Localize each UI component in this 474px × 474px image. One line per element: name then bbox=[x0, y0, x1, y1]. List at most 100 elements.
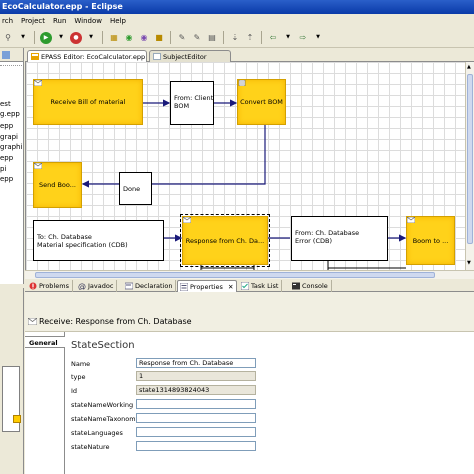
state-boom-to[interactable]: Boom to ... bbox=[406, 216, 455, 265]
field-label-state-nature: stateNature bbox=[71, 443, 110, 451]
tab-label: EPASS Editor: EcoCalculator.epp bbox=[41, 53, 146, 61]
toolbar-separator bbox=[34, 31, 35, 44]
navigator-item[interactable]: pi bbox=[0, 165, 7, 173]
navigator-item[interactable]: epp bbox=[0, 154, 14, 162]
navigator-item[interactable]: grapi bbox=[0, 133, 18, 141]
tab-properties[interactable]: Properties ✕ bbox=[177, 280, 238, 292]
field-label-state-name-taxonomy: stateNameTaxonomy bbox=[71, 415, 140, 423]
close-icon[interactable]: ✕ bbox=[227, 283, 234, 291]
tab-javadoc[interactable]: @ Javadoc bbox=[76, 280, 118, 292]
field-label-name: Name bbox=[71, 360, 91, 368]
menu-bar: rch Project Run Window Help bbox=[0, 14, 474, 28]
javadoc-icon: @ bbox=[78, 282, 86, 290]
state-label: Send Boo... bbox=[39, 181, 76, 189]
state-name-taxonomy-field[interactable] bbox=[136, 413, 256, 423]
state-send-boo[interactable]: Send Boo... bbox=[33, 162, 82, 208]
navigator-item[interactable]: g.epp bbox=[0, 110, 20, 118]
main-toolbar: ⚲ ▼ ▶ ▼ ● ▼ ▦ ◉ ◉ ■ ✎ ✎ ▤ ⇣ ⇡ ⇦ ▼ ⇨ ▼ bbox=[0, 28, 474, 48]
back-icon[interactable]: ⇦ bbox=[269, 32, 277, 42]
name-field[interactable]: Response from Ch. Database bbox=[136, 358, 256, 368]
connector[interactable] bbox=[152, 125, 266, 185]
menu-help[interactable]: Help bbox=[110, 17, 126, 25]
tab-general[interactable]: General bbox=[25, 336, 65, 348]
menu-run[interactable]: Run bbox=[52, 17, 67, 25]
canvas-vertical-scrollbar[interactable]: ▲ ▼ bbox=[465, 62, 474, 270]
canvas-horizontal-scrollbar[interactable] bbox=[25, 270, 474, 279]
tab-problems[interactable]: Problems bbox=[27, 280, 73, 292]
message-line: BOM bbox=[174, 102, 190, 110]
state-response-ch-database[interactable]: Response from Ch. Da... bbox=[180, 214, 270, 267]
package-explorer-panel: est g.epp epp grapi graphi epp pi epp bbox=[0, 48, 24, 284]
tree-root-line bbox=[0, 62, 23, 66]
tab-label: Declaration bbox=[135, 282, 173, 290]
console-icon bbox=[292, 282, 300, 290]
chevron-down-icon[interactable]: ▼ bbox=[316, 34, 320, 40]
state-receive-bill[interactable]: Receive Bill of material bbox=[33, 79, 143, 125]
toolbar-separator bbox=[170, 31, 171, 44]
state-name-working-field[interactable] bbox=[136, 399, 256, 409]
navigator-item[interactable]: epp bbox=[0, 175, 14, 183]
run-icon[interactable]: ▶ bbox=[40, 31, 52, 44]
edit-icon[interactable]: ✎ bbox=[178, 32, 186, 42]
new-interface-icon[interactable]: ◉ bbox=[140, 32, 148, 42]
next-annotation-icon[interactable]: ⇣ bbox=[231, 32, 239, 42]
message-line: From: Ch. Database bbox=[295, 229, 360, 237]
message-to-ch-database[interactable]: To: Ch. Database Material specification … bbox=[33, 220, 164, 261]
menu-window[interactable]: Window bbox=[74, 17, 103, 25]
field-label-id: Id bbox=[71, 387, 78, 395]
function-state-icon bbox=[238, 80, 246, 86]
forward-icon[interactable]: ⇨ bbox=[299, 32, 307, 42]
state-nature-field[interactable] bbox=[136, 441, 256, 451]
menu-project[interactable]: Project bbox=[21, 17, 45, 25]
state-label: Response from Ch. Da... bbox=[185, 236, 265, 245]
message-line: Material specification (CDB) bbox=[37, 241, 128, 249]
diagram-canvas[interactable]: Receive Bill of material Convert BOM Sen… bbox=[25, 62, 465, 270]
toolbar-separator bbox=[223, 31, 224, 44]
scrollbar-thumb[interactable] bbox=[467, 74, 473, 244]
tab-epass-editor[interactable]: EPASS Editor: EcoCalculator.epp bbox=[27, 50, 147, 62]
send-envelope-icon bbox=[407, 217, 415, 223]
state-languages-field[interactable] bbox=[136, 427, 256, 437]
message-done[interactable]: Done bbox=[119, 172, 152, 205]
open-type-icon[interactable]: ■ bbox=[155, 32, 163, 42]
problems-icon bbox=[29, 282, 37, 290]
navigator-item[interactable]: graphi bbox=[0, 143, 23, 151]
receive-envelope-icon bbox=[28, 318, 37, 325]
scroll-up-icon[interactable]: ▲ bbox=[467, 64, 471, 70]
id-field: state1314893824043 bbox=[136, 385, 256, 395]
new-class-icon[interactable]: ◉ bbox=[125, 32, 133, 42]
tab-task-list[interactable]: Task List bbox=[239, 280, 283, 292]
scroll-down-icon[interactable]: ▼ bbox=[467, 260, 471, 266]
send-envelope-icon bbox=[34, 163, 42, 169]
chevron-down-icon[interactable]: ▼ bbox=[59, 34, 63, 40]
pin-icon[interactable]: ✎ bbox=[193, 32, 201, 42]
tab-label: Problems bbox=[39, 282, 69, 290]
debug-icon[interactable]: ● bbox=[70, 31, 82, 44]
tab-declaration[interactable]: Declaration bbox=[123, 280, 177, 292]
outline-preview[interactable] bbox=[2, 366, 21, 432]
navigator-item[interactable]: epp bbox=[0, 122, 14, 130]
menu-search[interactable]: rch bbox=[2, 17, 14, 25]
new-package-icon[interactable]: ▦ bbox=[110, 32, 118, 42]
navigator-item[interactable]: est bbox=[0, 100, 11, 108]
scrollbar-thumb[interactable] bbox=[35, 272, 435, 278]
properties-icon bbox=[180, 283, 188, 291]
window-title: EcoCalculator.epp - Eclipse bbox=[2, 2, 123, 11]
tab-subject-editor[interactable]: SubjectEditor bbox=[149, 50, 231, 62]
previous-annotation-icon[interactable]: ⇡ bbox=[246, 32, 254, 42]
message-from-ch-database[interactable]: From: Ch. Database Error (CDB) bbox=[291, 216, 388, 261]
search-icon[interactable]: ⚲ bbox=[5, 32, 11, 42]
tab-console[interactable]: Console bbox=[290, 280, 332, 292]
chevron-down-icon[interactable]: ▼ bbox=[286, 34, 290, 40]
pages-icon[interactable]: ▤ bbox=[208, 32, 216, 42]
minimize-icon[interactable] bbox=[2, 51, 10, 59]
field-label-state-name-working: stateNameWorking bbox=[71, 401, 134, 409]
message-from-client-bom[interactable]: From: Client BOM bbox=[170, 81, 214, 125]
properties-header: Receive: Response from Ch. Database bbox=[25, 292, 474, 332]
chevron-down-icon[interactable]: ▼ bbox=[21, 34, 25, 40]
state-convert-bom[interactable]: Convert BOM bbox=[237, 79, 286, 125]
package-explorer-header bbox=[0, 48, 23, 62]
chevron-down-icon[interactable]: ▼ bbox=[89, 34, 93, 40]
window-title-bar: EcoCalculator.epp - Eclipse bbox=[0, 0, 474, 14]
receive-envelope-icon bbox=[34, 80, 42, 86]
